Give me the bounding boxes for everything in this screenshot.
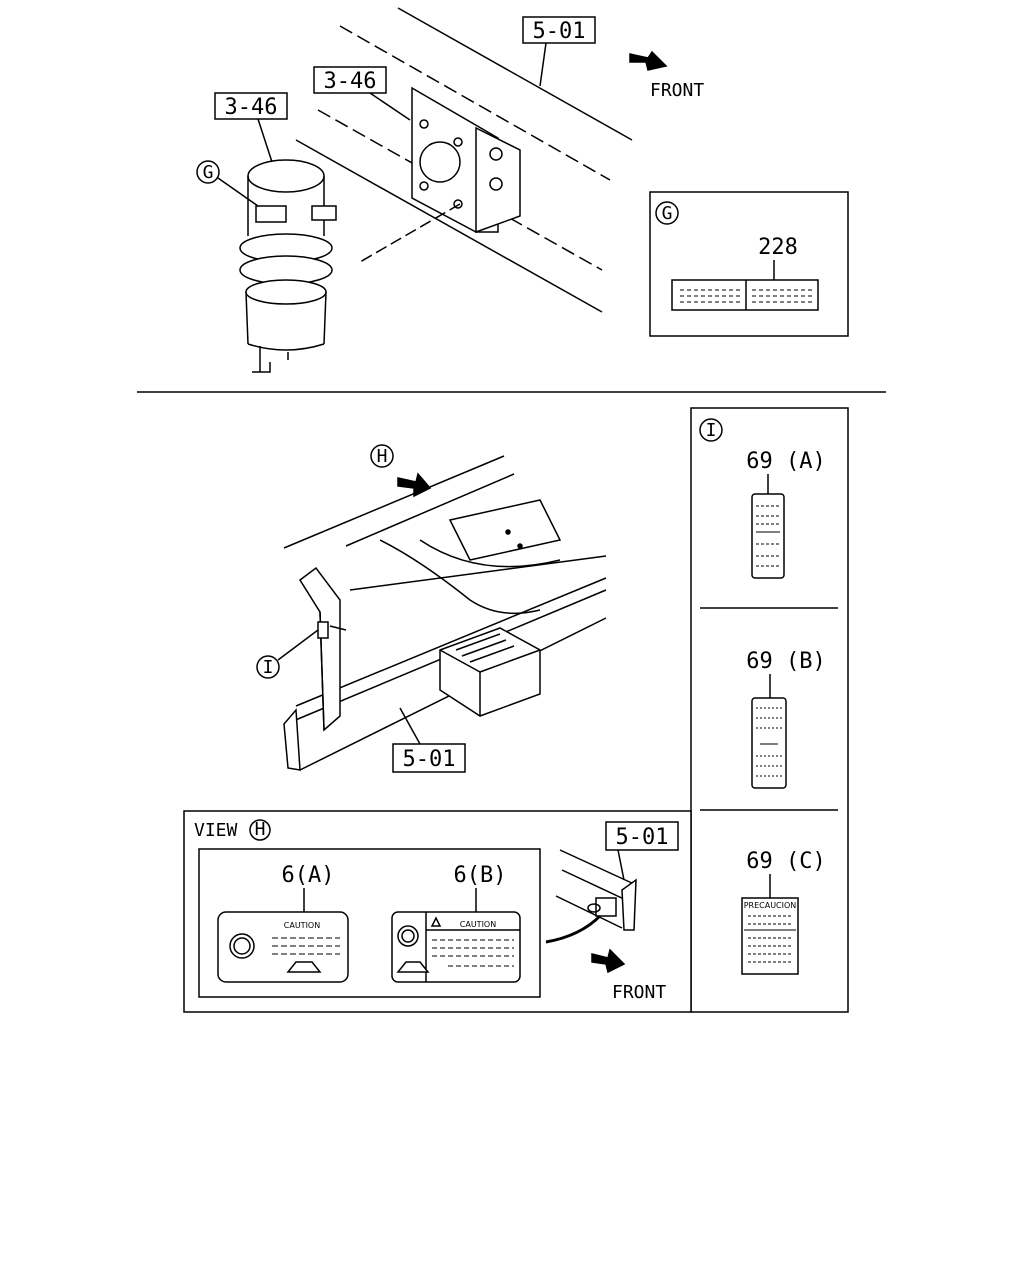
label-69c: 69 (C) [746,849,825,874]
front-label-top: FRONT [650,80,704,101]
ref-label-frame-mid: 5-01 [403,747,456,772]
callout-h: H [370,444,432,498]
view-h-letter: H [255,819,266,840]
ref-label-frame-view: 5-01 [616,825,669,850]
label-6b: 6(B) [454,863,507,888]
panel-g-code: 228 [758,235,798,260]
callout-i: I [256,629,319,679]
mounting-bracket [359,86,521,263]
callout-i-letter: I [263,657,274,678]
ref-box-frame-mid[interactable]: 5-01 [392,743,466,773]
ref-box-frame-top[interactable]: 5-01 [522,16,596,44]
air-tank [239,159,337,373]
ref-box-tank[interactable]: 3-46 [214,92,288,120]
ref-label-frame-top: 5-01 [533,19,586,44]
chassis-post [298,566,347,732]
view-h-panel: VIEW H 6(A) CAUTION 6(B) CAUTION [183,810,692,1013]
panel-i: I 69 (A) 69 (B) 69 (C) [690,407,849,1013]
decal-6a [217,911,349,983]
decal-69a [751,493,785,579]
ref-label-bracket: 3-46 [324,69,377,94]
view-h-title: VIEW [194,820,238,841]
battery-box [439,627,541,717]
decal-69b [751,697,787,789]
panel-i-letter: I [706,420,717,441]
label-69b: 69 (B) [746,649,825,674]
decal-69c-title: PRECAUCION [744,901,797,910]
panel-g-letter: G [662,203,673,224]
front-label-view: FRONT [612,982,666,1003]
callout-g-letter: G [203,162,214,183]
panel-g: G 228 [649,191,849,337]
ref-box-frame-view[interactable]: 5-01 [605,821,679,851]
callout-h-letter: H [377,446,388,467]
decal-6a-caution: CAUTION [284,921,320,930]
decal-69c [741,897,799,975]
label-6a: 6(A) [282,863,335,888]
view-frame-sketch [545,849,637,944]
decal-6b-caution: CAUTION [460,920,496,929]
chassis-frame [283,455,607,771]
decal-228 [671,279,819,311]
ref-box-bracket[interactable]: 3-46 [313,66,387,94]
front-arrow-top: FRONT [629,50,704,101]
callout-g: G [196,160,259,207]
ref-label-tank: 3-46 [225,95,278,120]
front-arrow-view: FRONT [591,948,666,1003]
label-69a: 69 (A) [746,449,825,474]
